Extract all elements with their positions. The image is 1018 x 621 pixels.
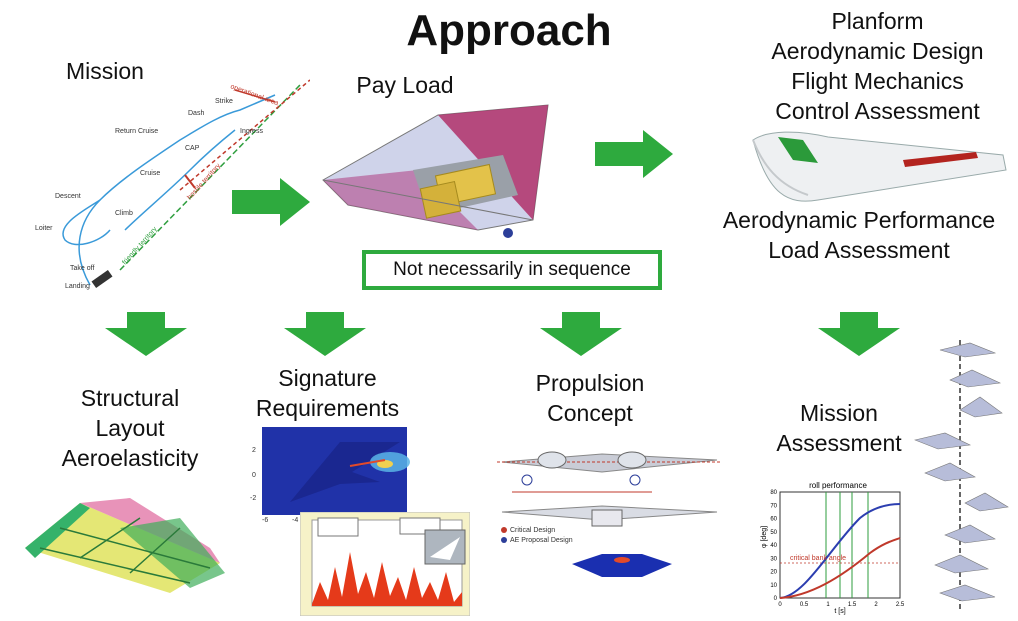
x-tick-label: 2 bbox=[874, 602, 878, 608]
page-title: Approach bbox=[406, 6, 612, 55]
x-tick-label: 2.5 bbox=[896, 602, 905, 608]
propulsion-legend-item: AE Proposal Design bbox=[510, 537, 573, 544]
payload-aircraft-image bbox=[322, 104, 549, 238]
svg-text:-6: -6 bbox=[262, 517, 268, 522]
signature-spectrum-plot bbox=[300, 512, 470, 616]
waypoint-label: Cruise bbox=[140, 170, 160, 177]
propulsion-line: Propulsion bbox=[535, 370, 645, 396]
y-tick-labels: 0 10 20 30 40 50 60 70 80 bbox=[770, 490, 777, 602]
aircraft-attitude-sequence bbox=[913, 340, 1009, 610]
aero-performance-line: Aerodynamic Performance bbox=[722, 207, 996, 233]
signature-line: Signature bbox=[278, 365, 377, 391]
right-arrow-icon bbox=[595, 130, 673, 178]
planform-wing-image bbox=[752, 131, 1007, 202]
waypoint-label: Strike bbox=[215, 98, 233, 105]
x-tick-label: 1 bbox=[826, 602, 830, 608]
x-tick-label: 0 bbox=[778, 602, 782, 608]
planform-line: Control Assessment bbox=[775, 98, 980, 124]
y-tick-label: 70 bbox=[770, 503, 777, 509]
signature-label: Signature Requirements bbox=[240, 363, 415, 423]
y-tick-label: 40 bbox=[770, 543, 777, 549]
y-axis-label: φ [deg] bbox=[761, 526, 768, 548]
aero-performance-label: Aerodynamic Performance Load Assessment bbox=[700, 205, 1018, 265]
propulsion-concept-image: Critical Design AE Proposal Design bbox=[497, 451, 720, 577]
mission-label: Mission bbox=[66, 58, 144, 84]
svg-text:-2: -2 bbox=[250, 495, 256, 502]
sequence-note: Not necessarily in sequence bbox=[362, 250, 662, 290]
svg-text:0: 0 bbox=[252, 472, 256, 479]
x-tick-labels: 0 0.5 1 1.5 2 2.5 bbox=[778, 602, 905, 608]
x-tick-label: 0.5 bbox=[800, 602, 809, 608]
y-tick-label: 30 bbox=[770, 556, 777, 562]
right-arrow-icon bbox=[232, 178, 310, 226]
waypoint-label: Loiter bbox=[35, 225, 53, 232]
waypoint-label: Take off bbox=[70, 265, 94, 272]
mission-assessment-line: Assessment bbox=[776, 430, 902, 456]
y-tick-label: 50 bbox=[770, 530, 777, 536]
down-arrow-icon bbox=[540, 312, 622, 356]
critical-bank-angle-label: critical bank angle bbox=[790, 555, 846, 562]
down-arrow-icon bbox=[105, 312, 187, 356]
payload-label: Pay Load bbox=[356, 72, 454, 98]
signature-line: Requirements bbox=[255, 395, 400, 421]
down-arrow-icon bbox=[818, 312, 900, 356]
waypoint-label: CAP bbox=[185, 145, 200, 152]
down-arrow-icon bbox=[284, 312, 366, 356]
x-axis-label: t [s] bbox=[834, 608, 845, 615]
planform-line: Aerodynamic Design bbox=[771, 38, 984, 64]
mission-assessment-label: Mission Assessment bbox=[765, 398, 913, 458]
planform-line: Planform bbox=[831, 8, 924, 34]
y-tick-label: 60 bbox=[770, 517, 777, 523]
waypoint-label: Descent bbox=[55, 193, 81, 200]
planform-label: Planform Aerodynamic Design Flight Mecha… bbox=[740, 6, 1015, 126]
x-tick-label: 1.5 bbox=[848, 602, 857, 608]
propulsion-label: Propulsion Concept bbox=[515, 368, 665, 428]
mission-map: operational area hostile territory frien… bbox=[35, 79, 310, 290]
propulsion-legend-item: Critical Design bbox=[510, 527, 555, 534]
waypoint-label: Dash bbox=[188, 110, 204, 117]
signature-contour-plot: 2 0 -2 -6 -4 -2 bbox=[250, 427, 410, 522]
structural-line: Layout bbox=[95, 415, 165, 441]
aero-performance-line: Load Assessment bbox=[768, 237, 950, 263]
waypoint-label: Climb bbox=[115, 210, 133, 217]
y-tick-label: 0 bbox=[774, 596, 778, 602]
structural-line: Structural bbox=[80, 385, 180, 411]
friendly-territory-label: friendly territory bbox=[121, 225, 159, 266]
mission-assessment-line: Mission bbox=[800, 400, 878, 426]
y-tick-label: 20 bbox=[770, 570, 777, 576]
waypoint-label: Landing bbox=[65, 283, 90, 290]
roll-performance-chart: roll performance 0 10 20 30 40 50 60 70 80 0 0.5 1… bbox=[761, 481, 905, 615]
chart-title: roll performance bbox=[809, 481, 867, 490]
svg-text:2: 2 bbox=[252, 447, 256, 454]
structural-label: Structural Layout Aeroelasticity bbox=[40, 383, 220, 473]
svg-text:-4: -4 bbox=[292, 517, 298, 522]
propulsion-line: Concept bbox=[547, 400, 633, 426]
waypoint-label: Ingress bbox=[240, 128, 263, 135]
structural-line: Aeroelasticity bbox=[61, 445, 199, 471]
planform-line: Flight Mechanics bbox=[791, 68, 964, 94]
structural-layout-image bbox=[25, 498, 225, 593]
waypoint-label: Return Cruise bbox=[115, 128, 158, 135]
y-tick-label: 80 bbox=[770, 490, 777, 496]
y-tick-label: 10 bbox=[770, 583, 777, 589]
